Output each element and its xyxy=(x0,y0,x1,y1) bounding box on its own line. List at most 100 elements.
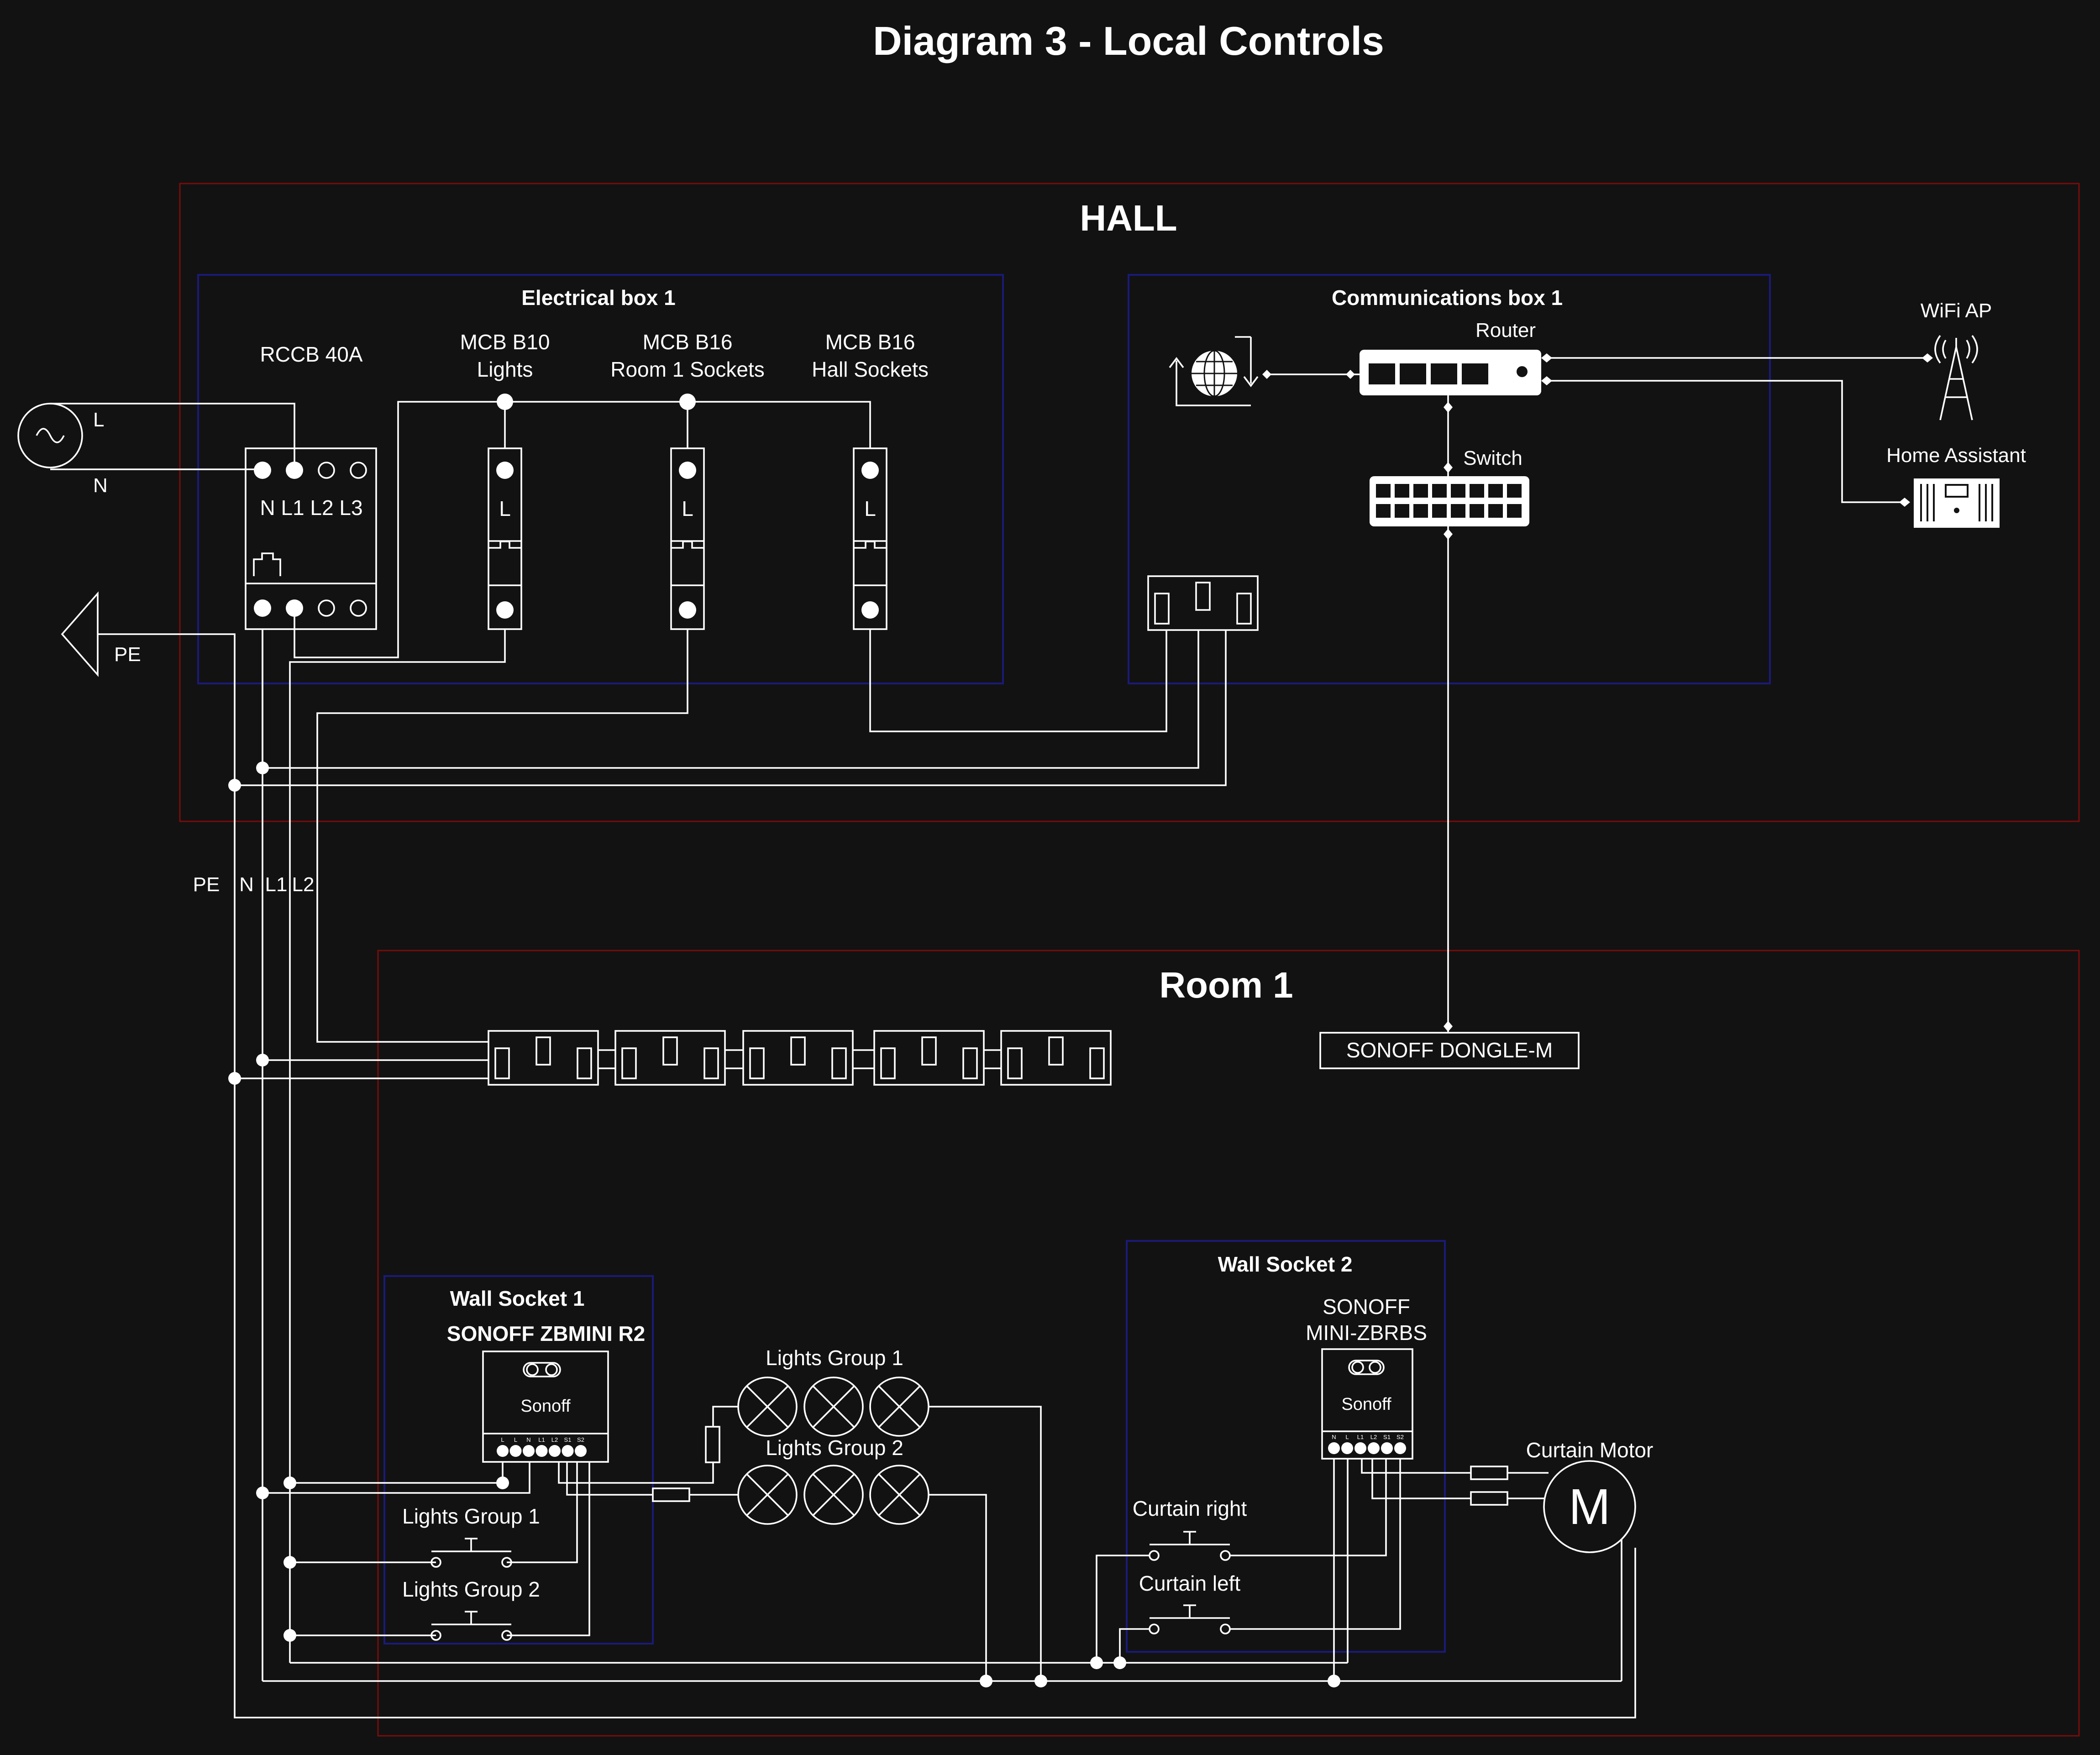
lamp-group-2-2 xyxy=(803,1465,864,1525)
home-assistant-label: Home Assistant xyxy=(1886,444,2026,467)
lamp-group-1-1 xyxy=(737,1377,798,1437)
room1-socket-4 xyxy=(873,1030,1001,1086)
mcb-room1-pole: L xyxy=(682,497,693,520)
zbrbs-title-2: MINI-ZBRBS xyxy=(1306,1321,1427,1345)
rccb xyxy=(245,447,377,630)
zbrbs-brand: Sonoff xyxy=(1341,1395,1391,1414)
zbrbs-pin-label-2: L xyxy=(1345,1434,1349,1440)
bus-label-n: N xyxy=(239,873,254,896)
router-icon xyxy=(1360,350,1541,395)
bus-label-l1: L1 xyxy=(265,873,288,896)
zbmini-pin-label-6: S1 xyxy=(564,1436,572,1443)
zbrbs-pin-label-1: N xyxy=(1332,1434,1336,1440)
curtain-motor-label: Curtain Motor xyxy=(1526,1438,1654,1462)
sonoff-dongle-label: SONOFF DONGLE-M xyxy=(1346,1038,1553,1062)
wifi-ap-label: WiFi AP xyxy=(1921,300,1992,322)
wifi-antenna-icon xyxy=(1934,335,1978,420)
zbmini-pin-label-3: N xyxy=(526,1436,530,1443)
zbrbs-title-1: SONOFF xyxy=(1323,1295,1410,1319)
mcb-room1-label-2: Room 1 Sockets xyxy=(610,357,764,381)
zbrbs-pin-label-4: L2 xyxy=(1370,1434,1377,1440)
wall-socket-1-label: Wall Socket 1 xyxy=(450,1287,585,1310)
hall-socket xyxy=(1147,575,1259,631)
mcb-lights-label-1: MCB B10 xyxy=(460,330,550,354)
zbrbs-pin-label-3: L1 xyxy=(1357,1434,1364,1440)
pushbutton-lights-group-2 xyxy=(430,1611,512,1641)
lamp-group-2-3 xyxy=(869,1465,929,1525)
pushbutton-curtain-left-label: Curtain left xyxy=(1139,1571,1241,1595)
zbrbs-pin-3 xyxy=(1354,1442,1366,1454)
zbrbs-pin-6 xyxy=(1394,1442,1406,1454)
sonoff-dongle-box xyxy=(1319,1032,1580,1069)
zbmini-pin-label-2: L xyxy=(514,1436,517,1443)
room1-socket-5 xyxy=(1000,1030,1112,1086)
communications-box xyxy=(1128,274,1771,684)
mcb-lights-label-2: Lights xyxy=(477,357,533,381)
lamp-group-1-2 xyxy=(803,1377,864,1437)
wall-socket-2-box xyxy=(1126,1240,1446,1653)
zbmini-pin-7 xyxy=(575,1445,587,1457)
zbrbs-pin-5 xyxy=(1381,1442,1393,1454)
zbrbs-pin-4 xyxy=(1368,1442,1380,1454)
zbmini-pin-5 xyxy=(549,1445,561,1457)
zbmini-brand: Sonoff xyxy=(520,1397,571,1416)
zbmini-pin-label-7: S2 xyxy=(577,1436,584,1443)
hall-label: HALL xyxy=(1080,198,1177,238)
wall-socket-2-label: Wall Socket 2 xyxy=(1218,1252,1353,1276)
zbrbs-pin-label-5: S1 xyxy=(1383,1434,1391,1440)
switch-icon xyxy=(1370,476,1529,526)
mcb-lights-pole: L xyxy=(499,497,511,520)
zbrbs-pin-label-6: S2 xyxy=(1396,1434,1404,1440)
lights-group-2-resistor xyxy=(652,1487,690,1502)
curtain-motor-symbol xyxy=(1543,1460,1636,1553)
zbmini-pin-3 xyxy=(523,1445,535,1457)
room1-socket-3 xyxy=(742,1030,874,1086)
electrical-box xyxy=(197,274,1004,684)
rccb-label: RCCB 40A xyxy=(260,342,363,366)
supply-n-label: N xyxy=(93,474,108,497)
zbmini-pin-label-1: L xyxy=(501,1436,504,1443)
diagram-title: Diagram 3 - Local Controls xyxy=(873,18,1384,63)
mcb-hall-label-1: MCB B16 xyxy=(825,330,915,354)
zbmini-pin-6 xyxy=(562,1445,574,1457)
home-assistant-server-icon xyxy=(1914,478,2000,528)
bus-label-pe: PE xyxy=(193,873,220,896)
zbrbs-pin-1 xyxy=(1328,1442,1340,1454)
mcb-room1-label-1: MCB B16 xyxy=(643,330,733,354)
zbmini-module xyxy=(482,1350,609,1463)
lights-group-1-label: Lights Group 1 xyxy=(766,1346,903,1370)
wall-socket-1-box xyxy=(383,1275,654,1645)
zbmini-pin-2 xyxy=(509,1445,522,1457)
mcb-hall-label-2: Hall Sockets xyxy=(812,357,929,381)
zbmini-pin-1 xyxy=(497,1445,509,1457)
motor-resistor-2 xyxy=(1470,1491,1508,1506)
pushbutton-curtain-right-label: Curtain right xyxy=(1133,1497,1247,1520)
zbmini-pin-label-5: L2 xyxy=(551,1436,558,1443)
communications-box-label: Communications box 1 xyxy=(1332,286,1563,310)
electrical-box-label: Electrical box 1 xyxy=(521,286,676,310)
hall-area xyxy=(179,183,2080,822)
pushbutton-lights-group-1 xyxy=(430,1538,512,1568)
pe-label: PE xyxy=(114,643,141,666)
room1-label: Room 1 xyxy=(1159,965,1293,1005)
rccb-terminals: N L1 L2 L3 xyxy=(260,496,362,520)
zbrbs-module xyxy=(1321,1348,1413,1460)
zbrbs-pin-2 xyxy=(1341,1442,1353,1454)
zbmini-pins: L L N L1 L2 S1 S2 xyxy=(497,1436,587,1457)
router-label: Router xyxy=(1475,319,1536,342)
room1-area xyxy=(377,950,2080,1737)
curtain-motor-symbol-letter: M xyxy=(1569,1479,1611,1535)
lamp-groups xyxy=(737,1377,929,1525)
pushbutton-lights-group-1-label: Lights Group 1 xyxy=(402,1504,540,1528)
pushbutton-lights-group-2-label: Lights Group 2 xyxy=(402,1577,540,1601)
zbmini-pin-label-4: L1 xyxy=(538,1436,545,1443)
motor-resistor-1 xyxy=(1470,1466,1508,1480)
lights-group-1-resistor xyxy=(705,1426,720,1463)
internet-globe-icon xyxy=(1169,336,1259,406)
bus-label-l2: L2 xyxy=(292,873,315,896)
room1-socket-row xyxy=(488,1030,1112,1086)
lamp-group-1-3 xyxy=(869,1377,929,1437)
